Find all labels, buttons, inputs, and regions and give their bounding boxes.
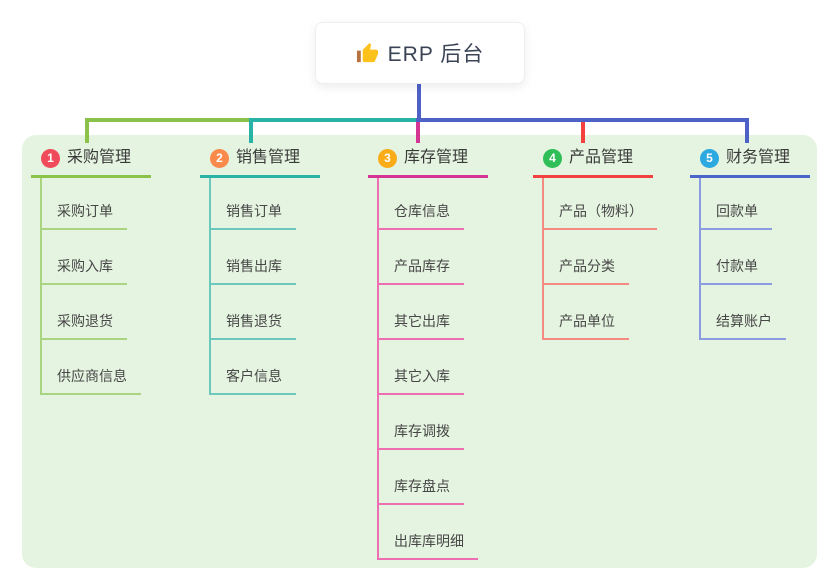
branch-header-4[interactable]: 4 产品管理 bbox=[533, 147, 654, 178]
branch-trunk-line bbox=[40, 178, 42, 395]
child-node[interactable]: 采购退货 bbox=[40, 311, 127, 340]
branch-trunk-line bbox=[542, 178, 544, 340]
child-node[interactable]: 产品（物料） bbox=[542, 201, 657, 230]
child-node-label: 出库库明细 bbox=[394, 533, 464, 549]
branch-header-5[interactable]: 5 财务管理 bbox=[690, 147, 811, 178]
bus-segment bbox=[249, 118, 420, 122]
child-node-label: 产品分类 bbox=[559, 258, 615, 274]
child-node-label: 销售退货 bbox=[226, 313, 282, 329]
branch-trunk-line bbox=[209, 178, 211, 395]
child-node-label: 销售订单 bbox=[226, 203, 282, 219]
child-node[interactable]: 其它入库 bbox=[377, 366, 464, 395]
child-node[interactable]: 产品分类 bbox=[542, 256, 629, 285]
child-node-label: 其它出库 bbox=[394, 313, 450, 329]
branch-number-badge: 3 bbox=[378, 148, 397, 168]
branch-drop-line bbox=[85, 118, 89, 143]
child-node[interactable]: 销售出库 bbox=[209, 256, 296, 285]
child-node-label: 结算账户 bbox=[716, 313, 772, 329]
child-node-label: 供应商信息 bbox=[57, 368, 127, 384]
child-node[interactable]: 结算账户 bbox=[699, 311, 786, 340]
branch-number-badge: 1 bbox=[41, 148, 60, 168]
child-node-label: 产品单位 bbox=[559, 313, 615, 329]
child-node-label: 产品（物料） bbox=[559, 203, 643, 219]
child-node[interactable]: 客户信息 bbox=[209, 366, 296, 395]
child-node-label: 库存调拨 bbox=[394, 423, 450, 439]
child-node-label: 回款单 bbox=[716, 203, 758, 219]
child-node[interactable]: 采购入库 bbox=[40, 256, 127, 285]
thumbs-up-icon bbox=[356, 42, 378, 62]
child-node[interactable]: 仓库信息 bbox=[377, 201, 464, 230]
child-node-label: 销售出库 bbox=[226, 258, 282, 274]
child-node-label: 采购退货 bbox=[57, 313, 113, 329]
root-node[interactable]: ERP 后台 bbox=[315, 22, 525, 84]
child-node-label: 库存盘点 bbox=[394, 478, 450, 494]
branch-trunk-line bbox=[377, 178, 379, 560]
child-node-label: 采购入库 bbox=[57, 258, 113, 274]
child-node-label: 仓库信息 bbox=[394, 203, 450, 219]
child-node-label: 产品库存 bbox=[394, 258, 450, 274]
child-node[interactable]: 出库库明细 bbox=[377, 531, 478, 560]
child-node[interactable]: 供应商信息 bbox=[40, 366, 141, 395]
branch-drop-line bbox=[416, 118, 420, 143]
child-node-label: 客户信息 bbox=[226, 368, 282, 384]
child-node-label: 其它入库 bbox=[394, 368, 450, 384]
branch-drop-line bbox=[581, 118, 585, 143]
child-node[interactable]: 库存调拨 bbox=[377, 421, 464, 450]
child-node-label: 付款单 bbox=[716, 258, 758, 274]
child-node[interactable]: 回款单 bbox=[699, 201, 772, 230]
child-node[interactable]: 其它出库 bbox=[377, 311, 464, 340]
branch-label: 财务管理 bbox=[726, 149, 791, 166]
root-connector-line bbox=[417, 82, 421, 122]
branch-number-badge: 2 bbox=[210, 148, 229, 168]
bus-segment bbox=[416, 118, 749, 122]
branch-number-badge: 4 bbox=[543, 148, 562, 168]
branch-label: 销售管理 bbox=[236, 149, 301, 166]
root-label: ERP 后台 bbox=[387, 43, 485, 66]
branches-panel bbox=[22, 135, 817, 568]
branch-header-3[interactable]: 3 库存管理 bbox=[368, 147, 489, 178]
branch-number-badge: 5 bbox=[700, 148, 719, 168]
branch-label: 采购管理 bbox=[67, 149, 132, 166]
child-node[interactable]: 产品单位 bbox=[542, 311, 629, 340]
branch-drop-line bbox=[745, 118, 749, 143]
branch-label: 库存管理 bbox=[404, 149, 469, 166]
branch-drop-line bbox=[249, 118, 253, 143]
child-node[interactable]: 付款单 bbox=[699, 256, 772, 285]
child-node-label: 采购订单 bbox=[57, 203, 113, 219]
branch-label: 产品管理 bbox=[569, 149, 634, 166]
child-node[interactable]: 产品库存 bbox=[377, 256, 464, 285]
child-node[interactable]: 销售退货 bbox=[209, 311, 296, 340]
branch-trunk-line bbox=[699, 178, 701, 340]
branch-header-2[interactable]: 2 销售管理 bbox=[200, 147, 321, 178]
child-node[interactable]: 销售订单 bbox=[209, 201, 296, 230]
bus-segment bbox=[85, 118, 253, 122]
child-node[interactable]: 采购订单 bbox=[40, 201, 127, 230]
child-node[interactable]: 库存盘点 bbox=[377, 476, 464, 505]
branch-header-1[interactable]: 1 采购管理 bbox=[31, 147, 152, 178]
